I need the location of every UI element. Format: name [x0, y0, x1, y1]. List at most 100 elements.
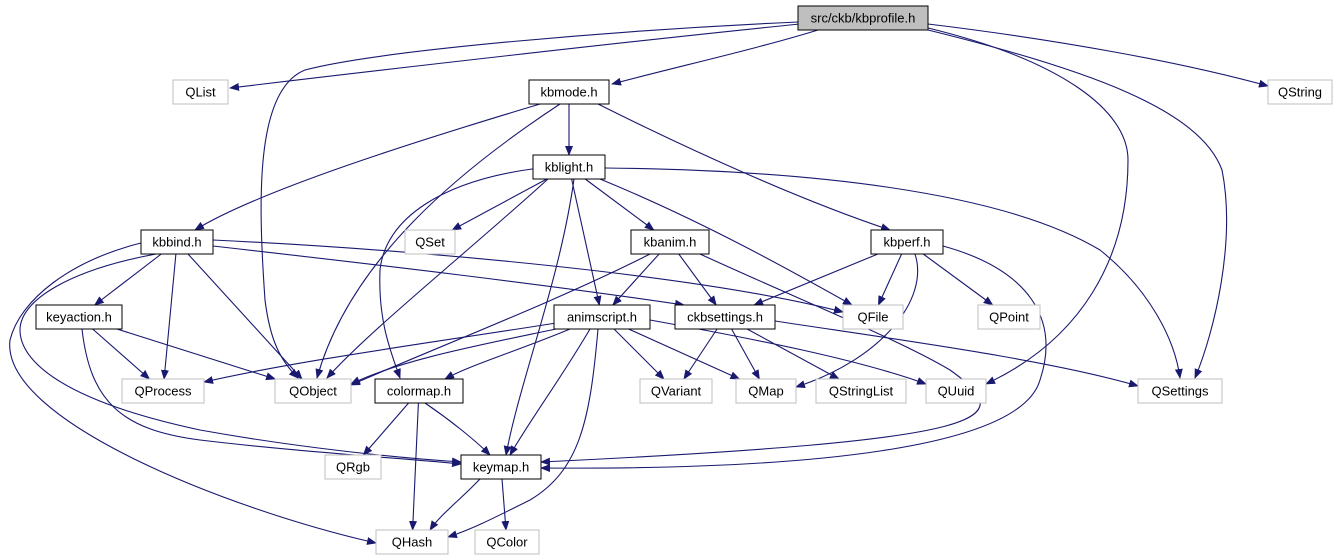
edge-kbmode-to-kbperf: [597, 103, 891, 231]
edge-animscript-to-qhash: [447, 328, 599, 539]
edge-animscript-to-keymap: [509, 328, 591, 456]
node-label-qlist: QList: [185, 85, 216, 100]
edge-kbbind-to-qhash: [9, 241, 377, 545]
node-box-kbanim: [630, 229, 710, 255]
edge-kblight-to-qsettings: [604, 167, 1183, 379]
node-label-qfile: QFile: [857, 310, 888, 325]
node-colormap[interactable]: colormap.h: [374, 378, 464, 404]
node-label-ckbsettings: ckbsettings.h: [687, 310, 763, 325]
node-qsettings: QSettings: [1137, 378, 1223, 404]
edge-kbperf-to-keymap: [540, 245, 1047, 473]
edge-kbprofile-to-quuid: [927, 27, 1129, 385]
node-kbbind[interactable]: kbbind.h: [140, 229, 214, 255]
node-box-kbmode: [528, 79, 610, 105]
edge-ckbsettings-to-qsettings: [774, 320, 1139, 388]
node-box-qpoint: [977, 304, 1041, 330]
node-label-animscript: animscript.h: [567, 310, 637, 325]
edge-colormap-to-keymap: [424, 402, 491, 456]
node-label-qvariant: QVariant: [651, 384, 702, 399]
edges-layer: [9, 21, 1269, 545]
node-animscript[interactable]: animscript.h: [553, 304, 651, 330]
node-box-kbprofile: [797, 5, 929, 31]
node-qobject: QObject: [274, 378, 352, 404]
node-kbprofile[interactable]: src/ckb/kbprofile.h: [797, 5, 929, 31]
node-label-quuid: QUuid: [938, 384, 975, 399]
edge-animscript-to-qmap: [628, 328, 741, 380]
node-keyaction[interactable]: keyaction.h: [35, 304, 123, 330]
node-label-qmap: QMap: [748, 384, 783, 399]
edge-keymap-to-qhash: [429, 478, 481, 531]
node-box-qprocess: [121, 378, 205, 404]
node-qrgb: QRgb: [324, 454, 382, 480]
node-kbanim[interactable]: kbanim.h: [630, 229, 710, 255]
node-qmap: QMap: [735, 378, 797, 404]
node-box-qmap: [735, 378, 797, 404]
node-qhash: QHash: [375, 529, 449, 555]
node-box-quuid: [925, 378, 987, 404]
edge-kbbind-to-qprocess: [160, 253, 177, 380]
node-label-kbmode: kbmode.h: [540, 85, 597, 100]
node-box-qhash: [375, 529, 449, 555]
edge-kbprofile-to-qobject: [260, 21, 799, 379]
edge-kbperf-to-ckbsettings: [753, 253, 879, 306]
node-box-qfile: [842, 304, 904, 330]
edge-ckbsettings-to-qvariant: [683, 328, 718, 380]
node-qset: QSet: [404, 229, 456, 255]
node-qstring: QString: [1267, 79, 1333, 105]
node-label-kbanim: kbanim.h: [644, 235, 697, 250]
edge-kbprofile-to-kbmode: [611, 29, 819, 86]
node-qprocess: QProcess: [121, 378, 205, 404]
node-kblight[interactable]: kblight.h: [532, 154, 606, 180]
node-label-kblight: kblight.h: [545, 160, 593, 175]
node-label-kbprofile: src/ckb/kbprofile.h: [811, 11, 916, 26]
edge-kblight-to-qset: [451, 178, 548, 231]
node-label-kbperf: kbperf.h: [884, 235, 931, 250]
edge-kbperf-to-qfile: [877, 253, 903, 306]
node-keymap[interactable]: keymap.h: [460, 454, 542, 480]
node-box-qcolor: [474, 529, 540, 555]
node-box-kbbind: [140, 229, 214, 255]
edge-kblight-to-kbanim: [584, 178, 655, 231]
node-kbperf[interactable]: kbperf.h: [870, 229, 944, 255]
edge-kblight-to-animscript: [571, 178, 602, 306]
node-ckbsettings[interactable]: ckbsettings.h: [674, 304, 776, 330]
node-box-kbperf: [870, 229, 944, 255]
node-box-qsettings: [1137, 378, 1223, 404]
node-label-qpoint: QPoint: [989, 310, 1029, 325]
node-qfile: QFile: [842, 304, 904, 330]
node-label-qcolor: QColor: [486, 535, 528, 550]
node-label-qhash: QHash: [392, 535, 432, 550]
node-box-kblight: [532, 154, 606, 180]
edge-ckbsettings-to-qmap: [731, 328, 760, 380]
edge-kbprofile-to-qsettings: [927, 29, 1228, 379]
node-box-ckbsettings: [674, 304, 776, 330]
node-label-keymap: keymap.h: [473, 460, 529, 475]
node-box-qlist: [172, 79, 229, 105]
node-label-qstringlist: QStringList: [829, 384, 894, 399]
edge-kbanim-to-ckbsettings: [678, 253, 717, 306]
node-qvariant: QVariant: [639, 378, 713, 404]
edge-kblight-to-colormap: [379, 167, 541, 379]
edge-keyaction-to-keymap: [81, 328, 462, 468]
edge-keyaction-to-qprocess: [92, 328, 151, 380]
edge-keyaction-to-qobject: [116, 328, 277, 381]
edge-colormap-to-qhash: [409, 402, 419, 531]
node-box-qstringlist: [815, 378, 907, 404]
edge-kbprofile-to-qstring: [927, 23, 1269, 88]
edge-kbmode-to-qobject: [315, 103, 561, 379]
node-kbmode[interactable]: kbmode.h: [528, 79, 610, 105]
edge-animscript-to-colormap: [444, 328, 571, 380]
node-label-qstring: QString: [1278, 85, 1322, 100]
edge-kbbind-to-qfile: [212, 239, 844, 314]
node-qlist: QList: [172, 79, 229, 105]
edge-kbprofile-to-qlist: [229, 23, 801, 91]
node-qcolor: QColor: [474, 529, 540, 555]
edge-colormap-to-qrgb: [362, 402, 410, 456]
edge-kbanim-to-animscript: [612, 253, 660, 306]
node-box-qrgb: [324, 454, 382, 480]
node-box-animscript: [553, 304, 651, 330]
edge-kblight-to-qfile: [599, 178, 853, 306]
edge-kbbind-to-keymap: [19, 253, 462, 466]
